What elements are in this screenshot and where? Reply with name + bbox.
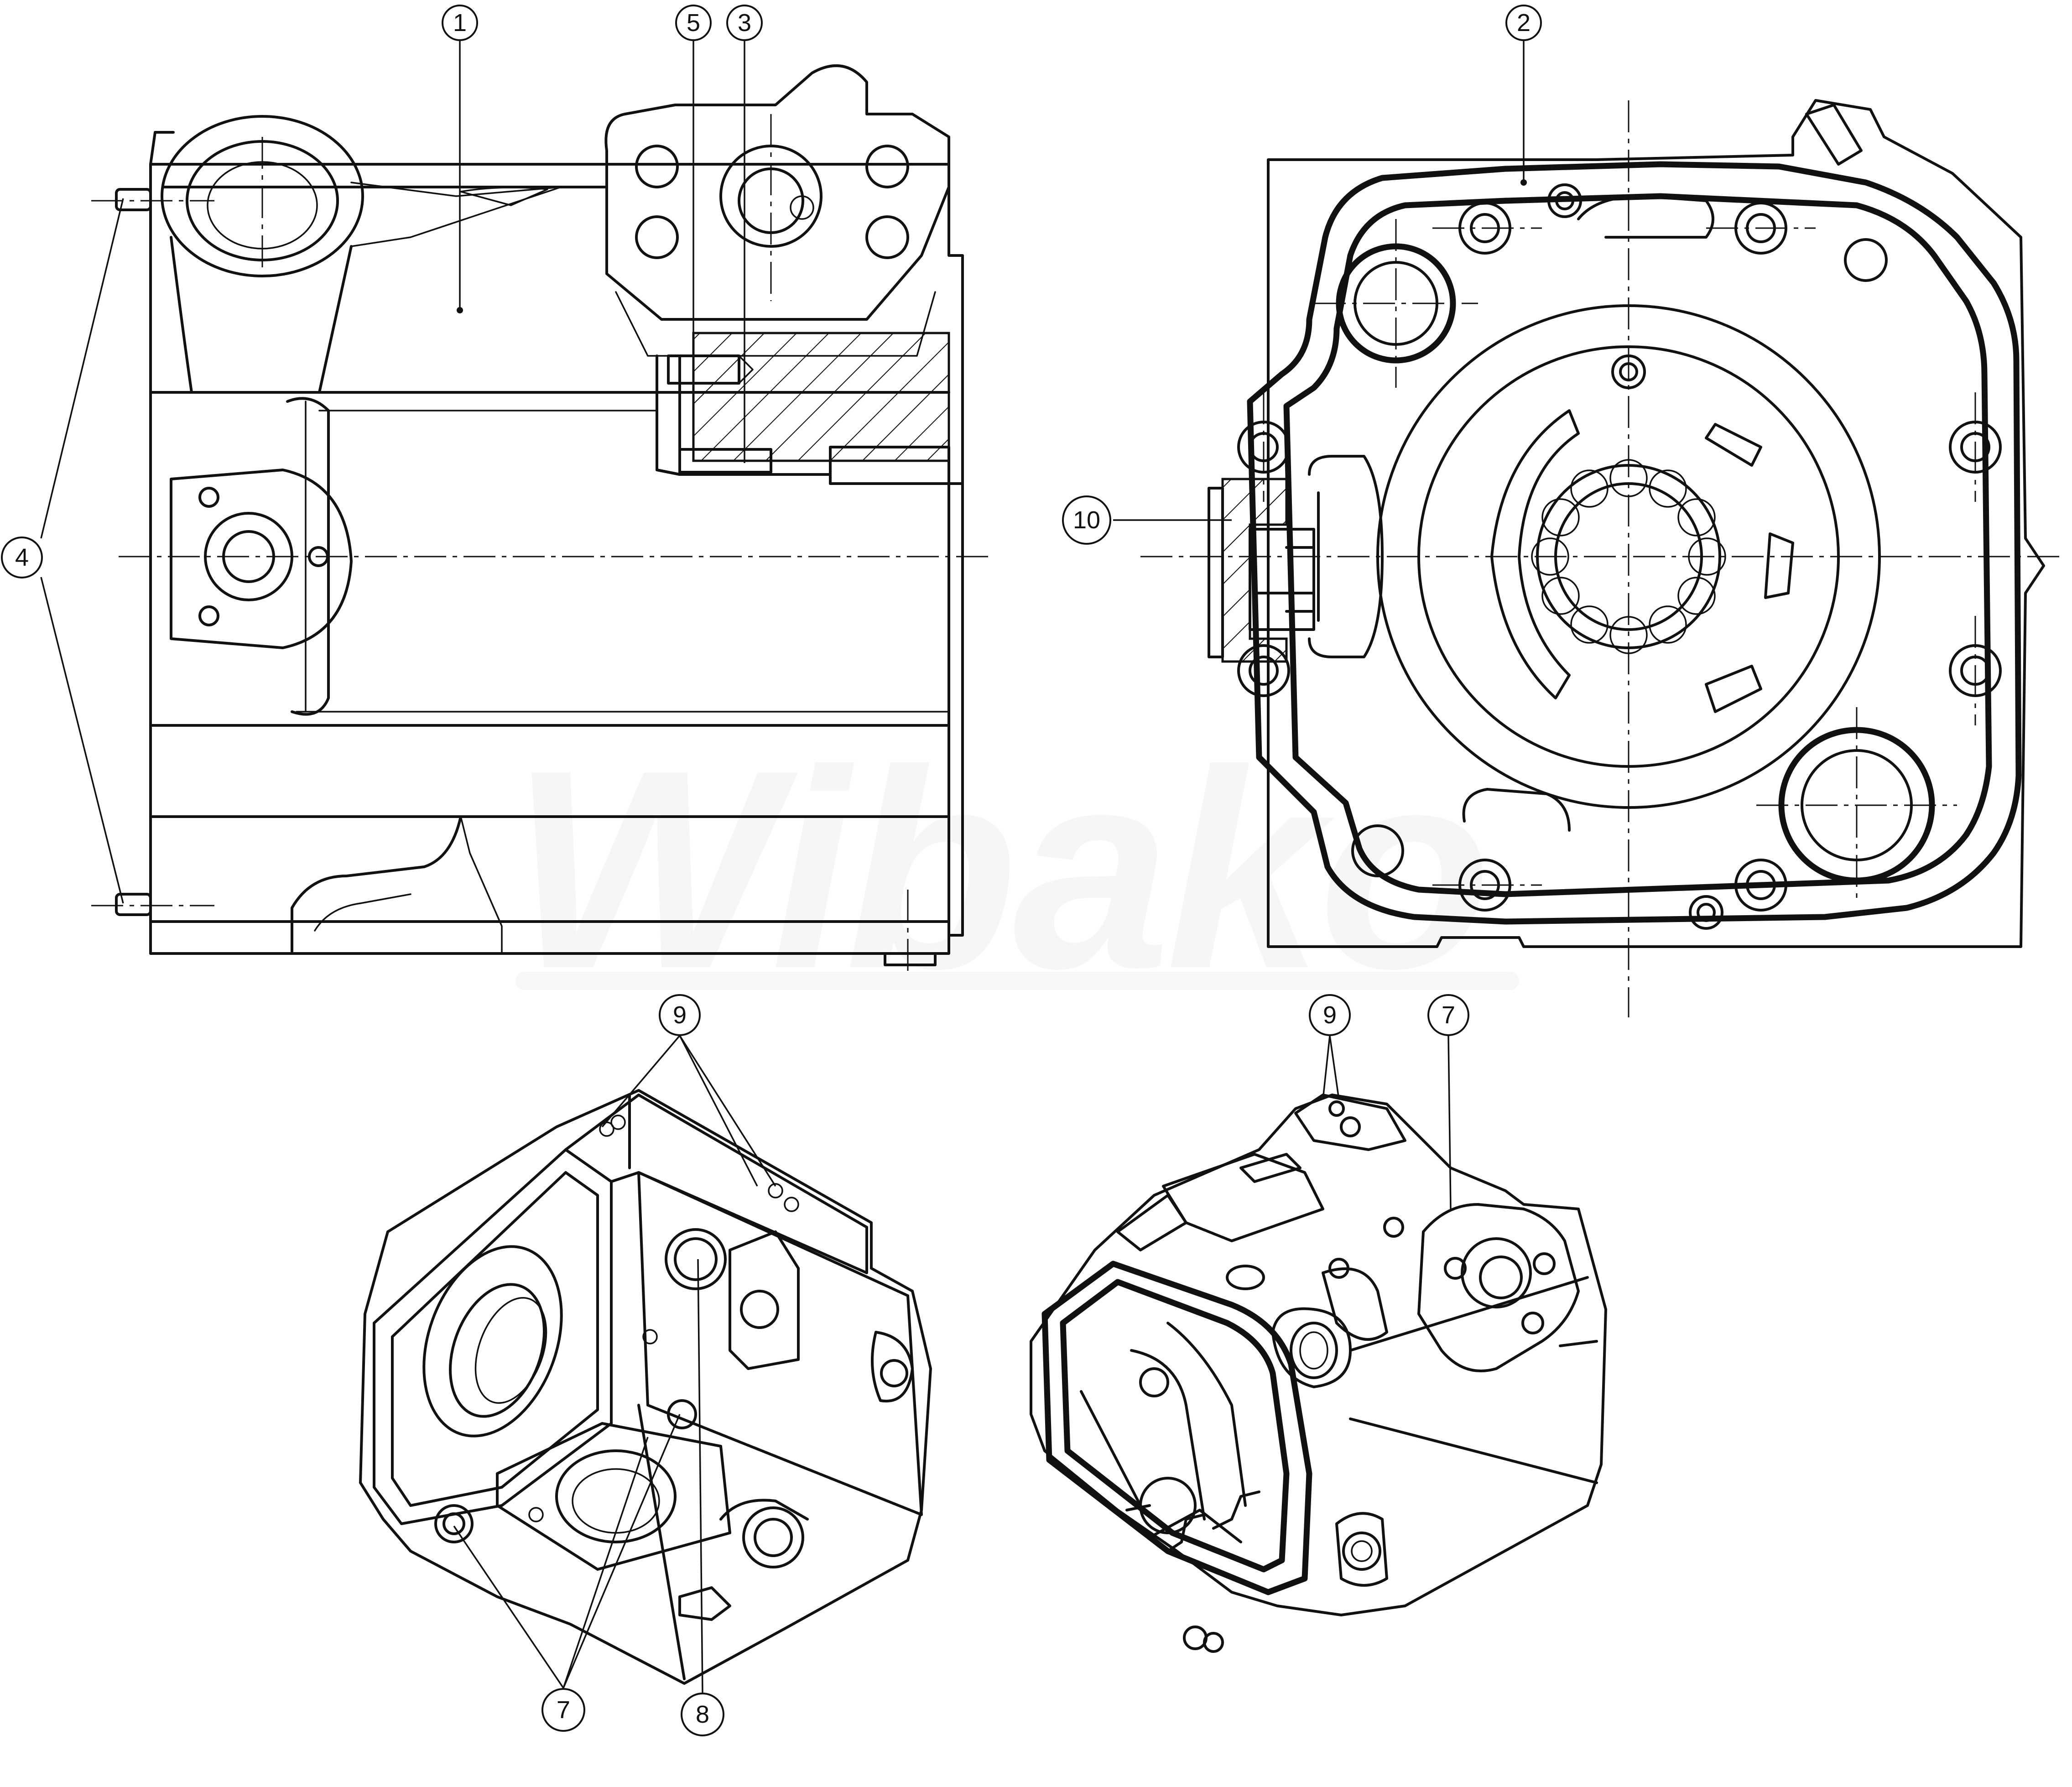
svg-text:8: 8 <box>696 1701 709 1728</box>
iso-view-left <box>359 1089 932 1685</box>
end-view <box>1140 99 2062 1017</box>
side-view <box>91 64 994 976</box>
watermark-underline <box>515 972 1519 990</box>
callout-balloon-1: 1 <box>442 5 478 41</box>
svg-text:7: 7 <box>1442 1001 1455 1029</box>
callout-balloon-4: 4 <box>1 537 43 578</box>
callout-balloon-9-right: 9 <box>1309 994 1351 1036</box>
svg-text:7: 7 <box>557 1696 570 1724</box>
svg-text:9: 9 <box>1323 1001 1337 1029</box>
callout-balloon-7-left: 7 <box>541 1688 585 1732</box>
leader-lines <box>40 36 1527 1693</box>
svg-text:5: 5 <box>687 9 700 36</box>
callout-balloon-5: 5 <box>675 5 712 41</box>
svg-text:9: 9 <box>673 1001 687 1029</box>
callout-balloon-8: 8 <box>681 1693 724 1736</box>
callout-balloon-2: 2 <box>1505 5 1542 41</box>
svg-text:4: 4 <box>15 544 29 571</box>
svg-text:3: 3 <box>738 9 751 36</box>
svg-text:2: 2 <box>1517 9 1531 36</box>
svg-text:10: 10 <box>1073 506 1100 534</box>
iso-view-right <box>1030 1094 1607 1653</box>
callout-balloon-10: 10 <box>1062 495 1111 545</box>
svg-text:1: 1 <box>453 9 467 36</box>
callout-balloon-3: 3 <box>726 5 763 41</box>
callout-balloon-9-left: 9 <box>659 994 701 1036</box>
callout-balloon-7-right: 7 <box>1427 994 1469 1036</box>
